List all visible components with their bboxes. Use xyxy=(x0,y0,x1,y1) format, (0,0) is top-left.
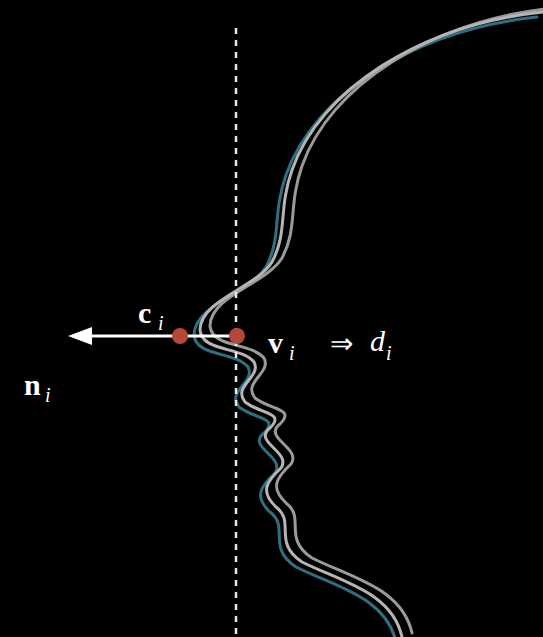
subscript: i xyxy=(158,313,164,333)
grey-profile xyxy=(210,8,543,633)
grey-profile xyxy=(200,12,543,637)
subscript: i xyxy=(289,343,295,363)
subscript: i xyxy=(45,385,51,405)
vertex-dot xyxy=(229,328,245,344)
distance-symbol: d xyxy=(370,326,385,356)
closest-point-dot xyxy=(172,328,188,344)
point-symbol: c xyxy=(138,298,151,328)
teal-profile xyxy=(194,17,537,637)
implies-symbol: ⇒ xyxy=(330,330,353,358)
arrowhead xyxy=(68,327,92,345)
normal-arrow xyxy=(88,335,236,338)
subscript: i xyxy=(386,343,392,363)
normal-symbol: n xyxy=(24,370,41,400)
point-symbol: v xyxy=(268,328,283,358)
